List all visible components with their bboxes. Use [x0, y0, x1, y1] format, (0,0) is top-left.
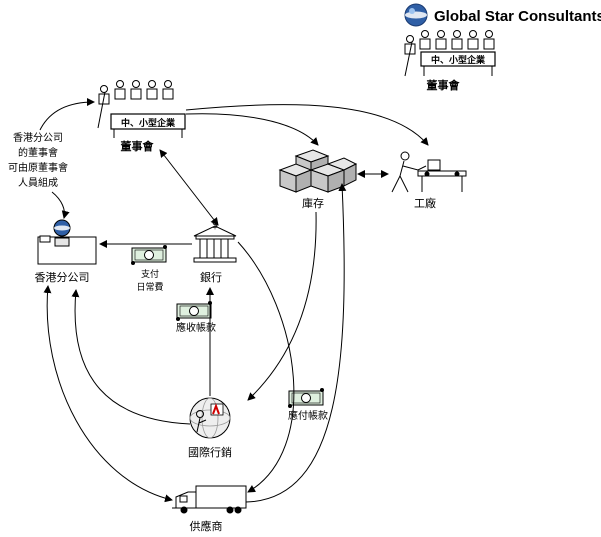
arrow-note-to-board [39, 98, 95, 131]
brand-board-icon [404, 30, 496, 77]
intl-sales-label: 國際行銷 [188, 445, 232, 459]
brand-name: Global Star Consultants [434, 8, 601, 25]
money-note-icon [175, 300, 213, 322]
flow-arrows [39, 98, 429, 503]
bank-label: 銀行 [200, 270, 222, 284]
arrow-supplier-to-inventory [245, 183, 347, 503]
arrow-board-to-inventory [185, 113, 319, 146]
board-label: 董事會 [121, 139, 155, 153]
arrow-board-bank [159, 149, 219, 226]
board-note-line-1: 香港分公司 [13, 132, 63, 144]
board-people-icon [97, 80, 186, 138]
inventory-label: 庫存 [302, 196, 324, 210]
arrow-inventory-to-sales [247, 211, 317, 401]
board-note-line-4: 人員組成 [18, 176, 58, 189]
brand-board-label: 董事會 [427, 78, 461, 92]
receivables-label: 應收帳款 [176, 321, 216, 334]
payables-label: 應付帳款 [288, 409, 328, 422]
arrow-note-to-branch [51, 191, 70, 219]
daily-expense-line-1: 支付 [141, 268, 159, 280]
intl-globe-icon [189, 397, 231, 439]
board-note: 香港分公司 的董事會 可由原董事會 人員組成 [8, 132, 68, 189]
supplier-label: 供應商 [190, 519, 223, 533]
arrow-board-to-factory [185, 104, 429, 146]
inventory-boxes-icon [278, 149, 358, 193]
globe-logo-icon [404, 3, 428, 27]
money-note-icon [130, 244, 168, 266]
bank-building-icon [193, 225, 237, 263]
factory-worker-icon [391, 151, 467, 193]
hk-branch-label: 香港分公司 [35, 271, 90, 284]
factory-label: 工廠 [414, 196, 436, 210]
arrow-bank-to-supplier [237, 241, 295, 493]
arrow-sales-to-branch [71, 289, 191, 425]
board-note-line-3: 可由原董事會 [8, 161, 68, 174]
branch-office-icon [37, 219, 97, 265]
board-sign: 中、小型企業 [121, 117, 176, 129]
arrow-branch-supplier [43, 285, 173, 503]
truck-icon [172, 485, 247, 514]
board-note-line-2: 的董事會 [18, 146, 58, 159]
brand-board-sign: 中、小型企業 [431, 54, 486, 66]
daily-expense-line-2: 日常費 [136, 281, 163, 293]
